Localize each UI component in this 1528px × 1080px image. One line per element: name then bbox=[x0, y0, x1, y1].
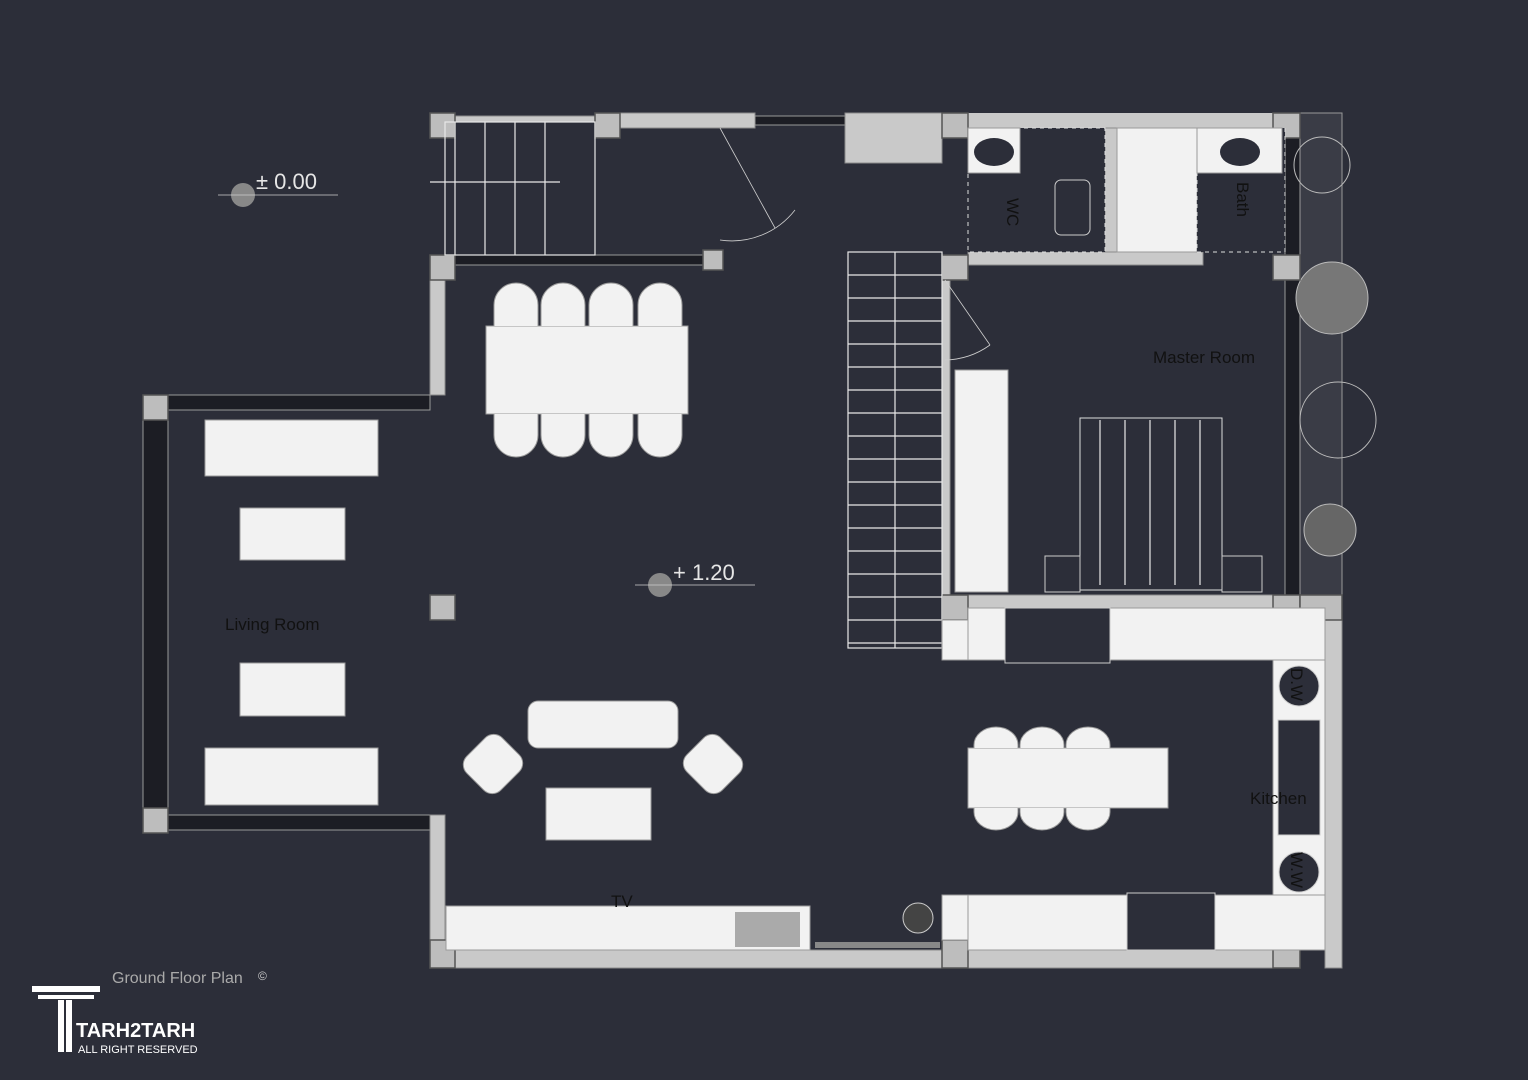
room-label-bath: Bath bbox=[1233, 182, 1252, 217]
room-label-living: Living Room bbox=[225, 615, 320, 634]
brand-logo: TARH2TARH ALL RIGHT RESERVED bbox=[32, 986, 198, 1056]
dining-chair bbox=[540, 282, 586, 326]
bathroom-block bbox=[967, 127, 1286, 253]
label-washing-machine: W.W bbox=[1287, 852, 1306, 888]
kitchen-chair bbox=[1019, 808, 1065, 831]
dining-chair bbox=[493, 282, 539, 326]
level-entrance-label: ± 0.00 bbox=[256, 169, 317, 194]
brand-name: TARH2TARH bbox=[76, 1020, 195, 1042]
copyright: © bbox=[258, 969, 267, 983]
furniture bbox=[204, 282, 1326, 951]
kitchen-chair bbox=[1065, 726, 1111, 748]
kitchen-chair bbox=[1019, 726, 1065, 748]
dining-chair bbox=[540, 414, 586, 458]
label-tv: TV bbox=[611, 892, 633, 911]
kitchen-chair bbox=[973, 808, 1019, 831]
level-marker-main: + 1.20 bbox=[635, 560, 755, 597]
kitchen-chair bbox=[973, 726, 1019, 748]
dining-chair bbox=[588, 282, 634, 326]
brand-rights: ALL RIGHT RESERVED bbox=[78, 1044, 198, 1056]
plants bbox=[1293, 136, 1377, 557]
kitchen-chair bbox=[1065, 808, 1111, 831]
doors bbox=[719, 127, 991, 361]
walls bbox=[142, 112, 1343, 969]
level-marker-entrance: ± 0.00 bbox=[218, 169, 338, 207]
dining-chair bbox=[588, 414, 634, 458]
level-main-label: + 1.20 bbox=[673, 560, 735, 585]
dining-chair bbox=[493, 414, 539, 458]
entrance-stairs bbox=[430, 121, 596, 256]
dining-chair bbox=[637, 414, 683, 458]
main-stairs bbox=[847, 251, 943, 649]
room-label-kitchen: Kitchen bbox=[1250, 789, 1307, 808]
room-label-wc: WC bbox=[1003, 198, 1022, 226]
plan-title: Ground Floor Plan bbox=[112, 970, 243, 987]
label-dishwasher: D.W bbox=[1287, 668, 1306, 701]
room-label-master: Master Room bbox=[1153, 348, 1255, 367]
dining-chair bbox=[637, 282, 683, 326]
